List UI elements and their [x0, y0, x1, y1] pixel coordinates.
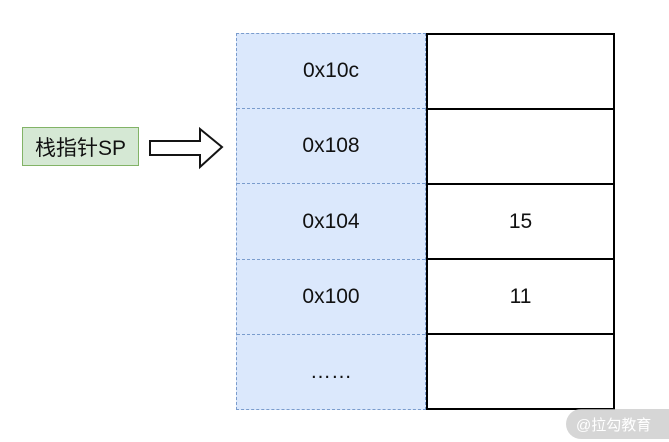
stack-pointer-label: 栈指针SP	[22, 127, 139, 166]
value-cell	[428, 335, 613, 408]
right-block-arrow-icon	[149, 126, 224, 170]
address-cell: 0x104	[237, 184, 425, 260]
value-label: 15	[508, 209, 533, 233]
value-cell: 11	[428, 260, 613, 335]
address-label: ……	[310, 359, 352, 383]
address-label: 0x100	[302, 284, 360, 308]
address-cell: ……	[237, 335, 425, 409]
address-cell: 0x10c	[237, 34, 425, 110]
value-cell	[428, 110, 613, 185]
address-label: 0x108	[302, 134, 360, 158]
value-column: 15 11	[426, 33, 615, 410]
value-cell: 15	[428, 185, 613, 260]
value-label: 11	[509, 284, 532, 308]
address-cell: 0x108	[237, 109, 425, 185]
address-cell: 0x100	[237, 260, 425, 335]
watermark-badge: @拉勾教育	[566, 409, 669, 439]
address-column: 0x10c 0x108 0x104 0x100 ……	[236, 33, 426, 410]
address-label: 0x10c	[302, 59, 360, 83]
value-cell	[428, 35, 613, 110]
address-label: 0x104	[302, 209, 360, 233]
